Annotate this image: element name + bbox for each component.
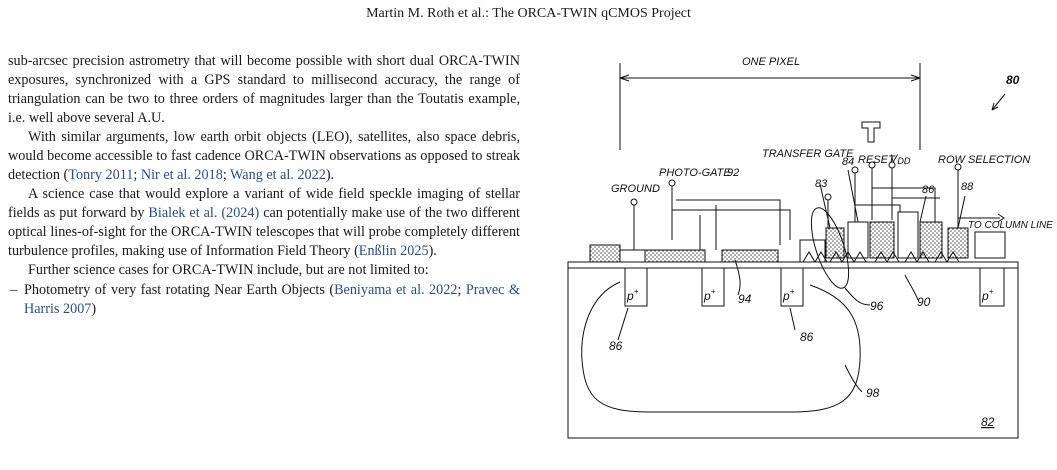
citation-pravec[interactable]: Pravec & Harris 2007 — [24, 282, 520, 317]
ref-86-middle: 86 — [800, 330, 814, 344]
list-item: –Photometry of very fast rotating Near E… — [8, 281, 520, 319]
separator: ; — [133, 167, 141, 183]
list-item-text: Photometry of very fast rotating Near Ea… — [24, 282, 335, 298]
ref-86-left: 86 — [609, 339, 623, 353]
p-plus-label: p+ — [703, 287, 716, 303]
transfer-gate-label: TRANSFER GATE — [762, 148, 854, 160]
ref-90: 90 — [917, 295, 931, 309]
ref-82: 82 — [981, 415, 995, 429]
science-case-list: –Photometry of very fast rotating Near E… — [8, 281, 520, 319]
ref-96: 96 — [870, 299, 884, 313]
text-column: sub-arcsec precision astrometry that wil… — [8, 52, 520, 319]
paragraph-further: Further science cases for ORCA-TWIN incl… — [28, 262, 429, 278]
ref-98: 98 — [866, 386, 880, 400]
p-plus-sign: + — [989, 287, 994, 296]
one-pixel-dimension — [619, 63, 921, 150]
gate-structures — [589, 211, 1006, 269]
p-plus-p: p — [703, 289, 711, 303]
citation-bialek[interactable]: Bialek et al. (2024) — [148, 205, 260, 221]
vdd-v: V — [890, 153, 899, 165]
p-plus-label: p+ — [782, 287, 795, 303]
p-plus-label: p+ — [981, 287, 994, 303]
ref-83: 83 — [815, 178, 828, 190]
clock-pulse-symbol — [861, 121, 881, 143]
reset-label: RESET — [858, 154, 896, 166]
paragraph-astrometry: sub-arcsec precision astrometry that wil… — [8, 53, 520, 126]
p-plus-wells — [624, 267, 1005, 307]
paragraph-speckle-text-2: can potentially make use of the two diff… — [8, 205, 520, 259]
p-plus-sign: + — [634, 287, 639, 296]
pixel-cross-section-figure: ONE PIXEL 80 TRANSFER GATE 84 RESET VDD … — [538, 40, 1057, 454]
figure-pointer-arrow — [991, 93, 1006, 111]
p-plus-sign: + — [711, 287, 716, 296]
leader-lines — [617, 169, 966, 393]
ground-label: GROUND — [611, 183, 660, 195]
separator: ; — [222, 167, 231, 183]
citation-beniyama[interactable]: Beniyama et al. 2022 — [334, 282, 458, 298]
p-plus-p: p — [981, 289, 989, 303]
ref-88: 88 — [961, 181, 974, 193]
photo-gate-label: PHOTO-GATE — [659, 167, 731, 179]
paragraph-end: ). — [325, 167, 335, 183]
p-plus-p: p — [782, 289, 790, 303]
citation-ensslin[interactable]: Enßlin 2025 — [358, 243, 429, 259]
separator: ; — [457, 282, 466, 298]
figure-number: 80 — [1006, 73, 1020, 87]
ref-92: 92 — [727, 167, 739, 179]
citation-wang[interactable]: Wang et al. 2022 — [230, 167, 326, 183]
paragraph-speckle: A science case that would explore a vari… — [8, 185, 520, 261]
vdd-sub: DD — [897, 156, 910, 166]
row-selection-label: ROW SELECTION — [938, 154, 1030, 166]
charge-loop — [810, 207, 850, 289]
ref-84: 84 — [842, 156, 854, 168]
citation-tonry[interactable]: Tonry 2011 — [68, 167, 134, 183]
paragraph-end: ). — [428, 243, 437, 259]
citation-nir[interactable]: Nir et al. 2018 — [140, 167, 223, 183]
running-header: Martin M. Roth et al.: The ORCA-TWIN qCM… — [366, 6, 691, 21]
one-pixel-label: ONE PIXEL — [742, 56, 800, 68]
to-column-line-label: TO COLUMN LINE — [968, 220, 1053, 231]
paragraph-end: ) — [91, 301, 97, 317]
paragraph-leo: With similar arguments, low earth orbit … — [8, 128, 520, 185]
ref-94: 94 — [738, 292, 752, 306]
p-plus-label: p+ — [626, 287, 639, 303]
ref-86-top: 86 — [922, 184, 935, 196]
vdd-label: VDD — [890, 153, 911, 166]
paragraph-speckle-text: A science case that would explore a vari… — [8, 186, 520, 221]
depletion-region — [581, 281, 861, 413]
p-plus-p: p — [626, 289, 634, 303]
p-plus-sign: + — [790, 287, 795, 296]
pixel-diagram: ONE PIXEL 80 TRANSFER GATE 84 RESET VDD … — [567, 56, 1053, 439]
paragraph-leo-text: With similar arguments, low earth orbit … — [8, 129, 520, 183]
bullet-dash: – — [10, 282, 18, 298]
interconnect-wiring — [671, 187, 1005, 250]
